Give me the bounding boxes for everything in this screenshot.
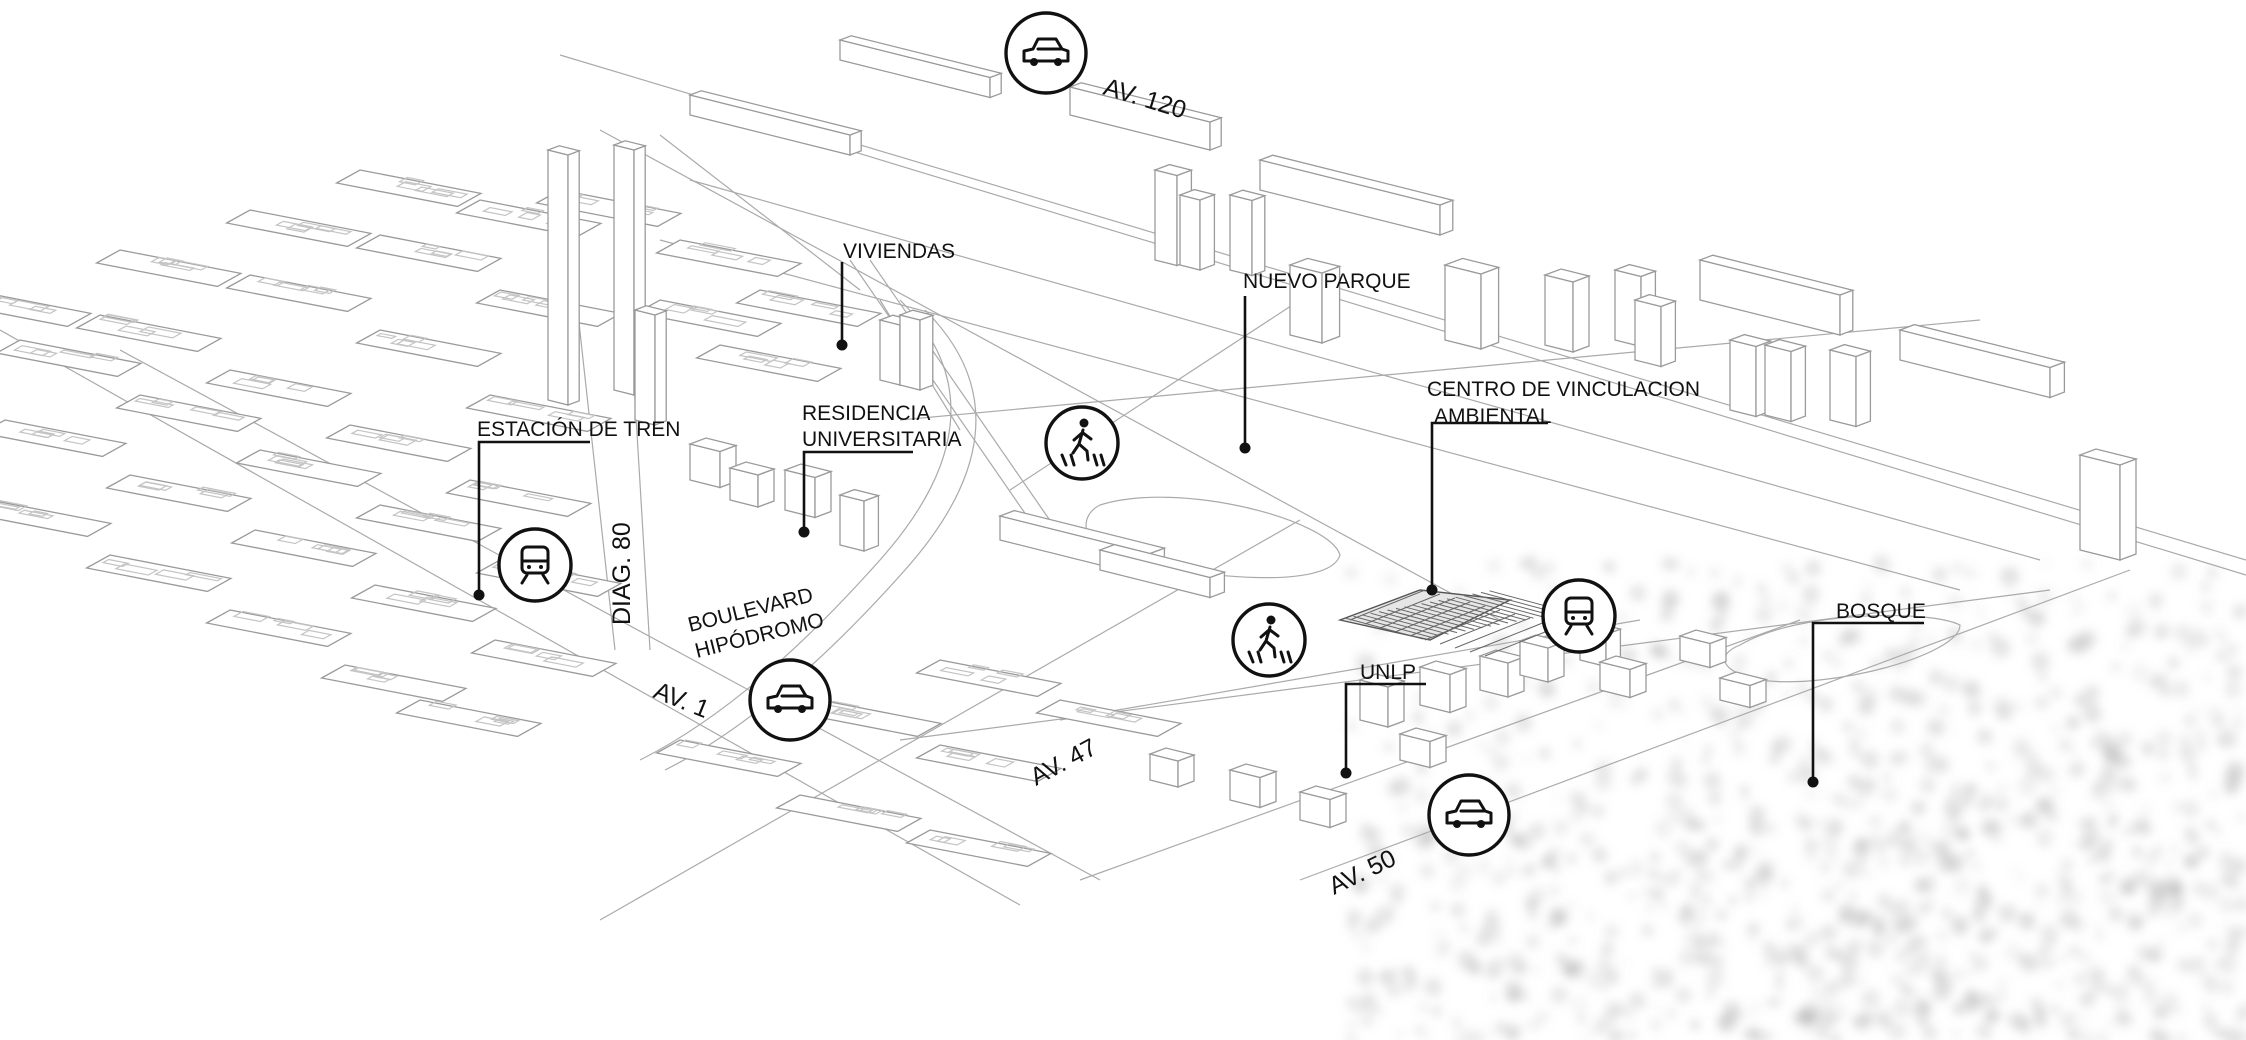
label-centro-line2: AMBIENTAL [1434, 405, 1551, 428]
pedestrian-icon-park [1044, 405, 1120, 481]
leader-lines [473, 262, 1924, 788]
car-icon [1445, 799, 1493, 828]
label-residencia-line1: RESIDENCIA [802, 402, 930, 425]
label-residencia-line2: UNIVERSITARIA [802, 428, 961, 451]
car-icon [766, 684, 814, 713]
label-unlp: UNLP [1360, 661, 1416, 684]
label-estacion: ESTACIÓN DE TREN [477, 418, 680, 441]
label-bosque: BOSQUE [1836, 600, 1926, 623]
buildings [545, 35, 2139, 829]
pedestrian-icon-centro [1231, 602, 1307, 678]
label-centro-line1: CENTRO DE VINCULACION [1427, 378, 1700, 401]
road-av47: AV. 47 [1026, 733, 1102, 791]
place-labels: VIVIENDAS NUEVO PARQUE CENTRO DE VINCULA… [477, 240, 1926, 684]
pedestrian-crossing-icon [1247, 615, 1293, 664]
car-icon [1022, 37, 1070, 66]
urban-blocks [0, 169, 1183, 868]
car-icon-av1 [748, 658, 832, 742]
pedestrian-crossing-icon [1060, 418, 1106, 467]
train-icon-estacion [497, 527, 573, 603]
ground-linework [0, 54, 2246, 921]
train-icon-centro [1541, 578, 1617, 654]
car-icon-av50 [1427, 773, 1511, 857]
road-av1: AV. 1 [650, 677, 713, 724]
centro-building [1337, 589, 1568, 657]
label-viviendas: VIVIENDAS [843, 240, 955, 263]
train-icon [520, 545, 550, 585]
label-nuevo-parque: NUEVO PARQUE [1243, 270, 1411, 293]
road-diag80: DIAG. 80 [608, 522, 636, 625]
car-icon-av120 [1004, 11, 1088, 95]
train-icon [1564, 596, 1594, 636]
